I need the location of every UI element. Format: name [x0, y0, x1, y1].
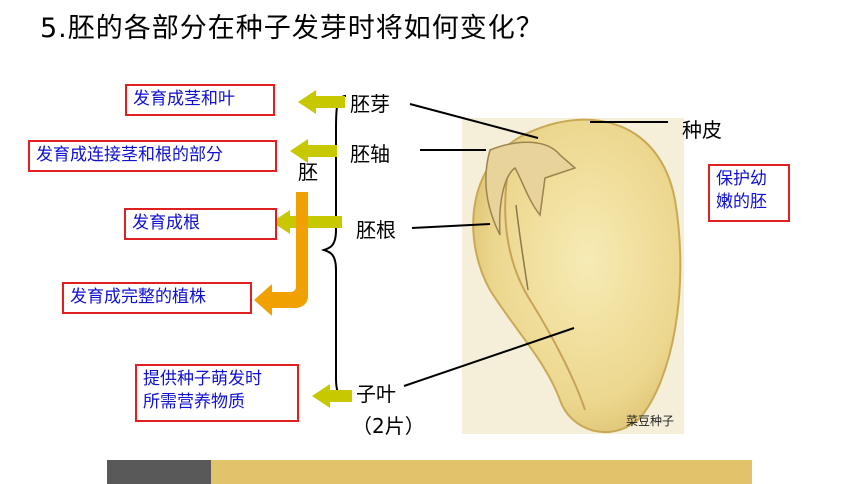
box-cotyledon-function: 提供种子萌发时 所需营养物质: [135, 364, 299, 422]
footer-bar-dark: [107, 460, 211, 484]
embryo-brace: [320, 95, 353, 399]
arrow-plumule: [298, 90, 345, 114]
label-hypocotyl: 胚轴: [350, 142, 390, 166]
label-radicle: 胚根: [356, 218, 396, 242]
box-seedcoat-function: 保护幼 嫩的胚: [708, 164, 790, 222]
footer-bar-tan: [211, 460, 752, 484]
box-embryo-function: 发育成完整的植株: [62, 282, 252, 314]
seed-body: [472, 118, 682, 434]
pointer-radicle: [411, 223, 491, 229]
pointer-plumule: [409, 103, 539, 139]
label-cotyledon: 子叶: [356, 382, 396, 406]
arrow-embryo: [254, 192, 308, 316]
label-seed-coat: 种皮: [682, 118, 722, 142]
label-cotyledon-count: （2片）: [352, 414, 425, 438]
arrow-hypocotyl: [290, 139, 337, 163]
embryo-shape: [485, 141, 577, 236]
box-plumule-function: 发育成茎和叶: [125, 84, 275, 116]
label-embryo: 胚: [298, 160, 318, 184]
radicle-line: [515, 204, 529, 291]
cotyledon-edge: [504, 159, 586, 411]
page-title: 5.胚的各部分在种子发芽时将如何变化？: [40, 13, 544, 44]
function-arrows: [272, 90, 352, 408]
label-plumule: 胚芽: [350, 92, 390, 116]
arrow-cotyledon: [312, 384, 352, 408]
box-radicle-function: 发育成根: [124, 208, 277, 240]
pointer-cotyledon: [403, 327, 575, 387]
box-hypocotyl-function: 发育成连接茎和根的部分: [28, 140, 277, 172]
seed-caption: 菜豆种子: [626, 414, 675, 428]
